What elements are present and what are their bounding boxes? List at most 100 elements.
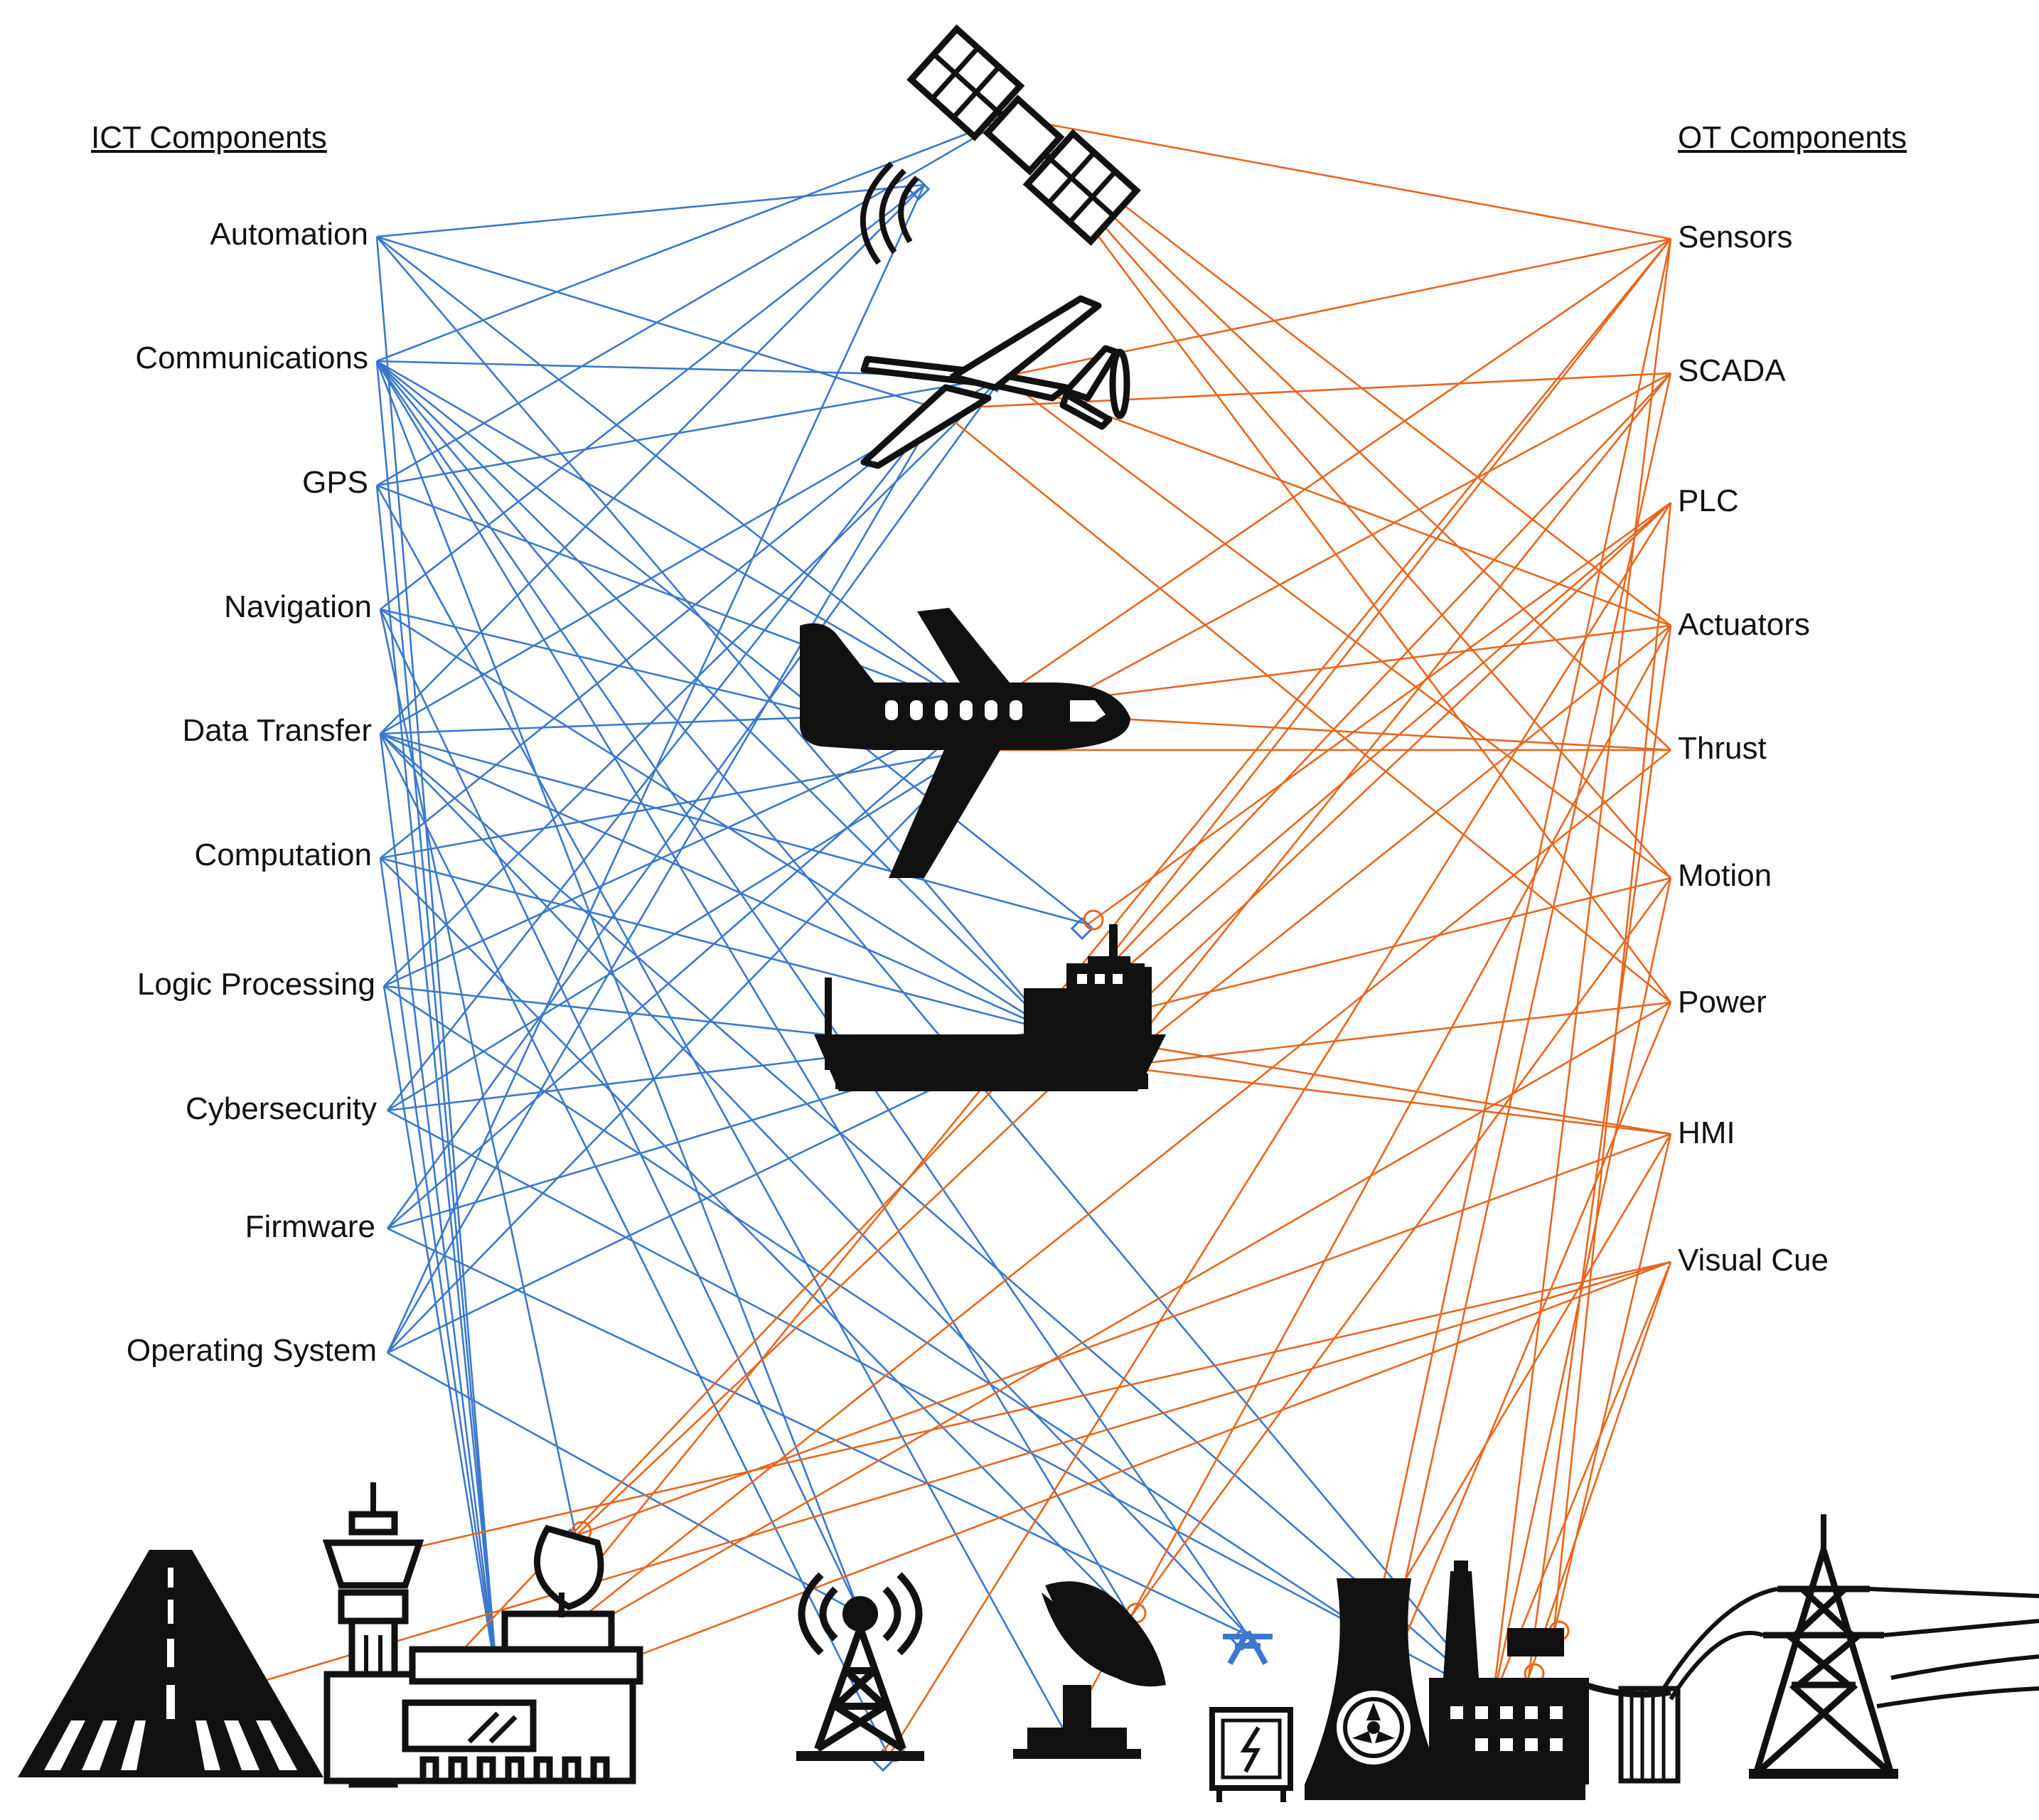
ict-connection-line (383, 985, 1373, 1637)
ict-connection-line (380, 857, 1053, 1032)
ict-label-cybersecurity: Cybersecurity (186, 1091, 377, 1126)
ict-label-computation: Computation (194, 837, 372, 872)
ot-connection-line (1371, 1133, 1672, 1636)
ot-label-power: Power (1678, 985, 1767, 1019)
ict-label-firmware: Firmware (245, 1209, 375, 1244)
ot-connection-line (1552, 1133, 1672, 1636)
ot-connection-line (1552, 502, 1672, 1636)
ict-connection-line (376, 236, 1053, 1032)
ot-connection-line (1527, 625, 1672, 1679)
ot-connection-line (1009, 117, 1671, 879)
ot-connection-line (1371, 238, 1672, 1636)
ot-connection-line (1378, 1002, 1672, 1700)
ict-connection-line (380, 733, 1494, 1700)
ot-connection-line (1009, 116, 1671, 240)
ot-connection-line (1115, 1001, 1671, 1068)
ict-connection-line (376, 375, 1003, 487)
ict-connection-line (375, 360, 862, 1615)
ict-connection-line (387, 1227, 1248, 1637)
ot-connection-line (1051, 877, 1671, 1032)
satellite-icon (906, 24, 1141, 246)
ict-label-automation: Automation (210, 217, 368, 252)
runway-icon (18, 1550, 323, 1777)
ict-connection-line (376, 183, 925, 238)
ict-connection-line (387, 1351, 861, 1615)
ict-connection-line (380, 184, 925, 734)
ot-label-visual-cue: Visual Cue (1678, 1243, 1829, 1278)
factory-icon (1429, 1561, 1589, 1784)
ot-label-sensors: Sensors (1678, 220, 1793, 255)
transformer-icon (1209, 1630, 1293, 1802)
ot-header: OT Components (1678, 120, 1907, 155)
ict-connection-line (376, 235, 982, 712)
ict-connection-line (376, 116, 1010, 363)
ict-connection-line (380, 732, 1088, 926)
ict-connection-line (383, 376, 1003, 987)
ict-connection-line (376, 360, 1053, 1032)
ot-connection-line (1115, 1065, 1671, 1135)
power-pylon-icon (1584, 1514, 2039, 1784)
ot-connection-line (938, 407, 1671, 1004)
ict-label-gps: GPS (302, 465, 368, 500)
ot-connection-line (1527, 1261, 1672, 1679)
power-plant-icon (1305, 1578, 1585, 1800)
ict-connection-line (386, 184, 926, 1354)
ot-connection-line (1051, 238, 1672, 1032)
ot-label-thrust: Thrust (1678, 731, 1767, 766)
ict-connection-line (380, 749, 975, 860)
ot-connection-line (887, 502, 1672, 1757)
ict-label-data-transfer: Data Transfer (182, 713, 372, 748)
drone-icon (860, 295, 1130, 469)
ict-label-communications: Communications (135, 341, 368, 375)
ict-connection-line (380, 183, 925, 611)
ict-connection-line (375, 360, 1249, 1636)
ot-label-hmi: HMI (1678, 1115, 1735, 1150)
ot-connection-line (1002, 375, 1671, 627)
ot-connection-line (1087, 501, 1671, 926)
cell-tower-icon (796, 1572, 924, 1761)
ict-connection-line (375, 360, 1132, 1618)
ict-connection-line (379, 733, 890, 1757)
ot-connection-line (1378, 373, 1672, 1700)
ict-connection-line (386, 408, 940, 1111)
ict-connection-line (375, 360, 499, 1686)
ot-connection-line (1115, 373, 1672, 1067)
ot-label-plc: PLC (1678, 483, 1739, 518)
signal-waves-icon (860, 161, 919, 265)
ot-connection-line (1051, 502, 1671, 1032)
ict-connection-line (375, 485, 1068, 1735)
ot-label-motion: Motion (1678, 858, 1772, 893)
ot-endpoint-marker (1083, 909, 1104, 931)
ict-connection-line (386, 408, 940, 1354)
ict-label-navigation: Navigation (224, 589, 372, 624)
ot-connection-line (1009, 117, 1671, 751)
ict-connection-line (380, 608, 1053, 1032)
ot-connection-line (1129, 877, 1672, 1618)
ot-connection-line (373, 1260, 1671, 1558)
ict-connection-line (380, 733, 1248, 1636)
ict-connection-line (387, 749, 975, 1112)
ict-connection-line (380, 732, 1053, 1032)
ict-endpoint-marker (1070, 916, 1094, 941)
ot-connection-line (1065, 625, 1672, 1735)
ict-connection-line (386, 376, 1004, 1229)
ot-label-actuators: Actuators (1678, 607, 1810, 642)
ot-connection-line (980, 237, 1671, 712)
ict-label-operating-system: Operating System (126, 1333, 377, 1368)
ot-connection-line (1002, 375, 1671, 879)
ict-label-logic-processing: Logic Processing (137, 967, 375, 1002)
airplane-icon (800, 608, 1130, 878)
ot-label-scada: SCADA (1678, 353, 1786, 388)
ot-connection-line (497, 749, 1671, 1686)
ict-connection-line (387, 710, 982, 1229)
ict-connection-line (376, 484, 982, 712)
satellite-dish-icon (1013, 1581, 1166, 1759)
ict-connection-line (380, 857, 1131, 1618)
ict-connection-line (379, 733, 499, 1686)
ict-connection-line (376, 116, 1010, 487)
ict-connection-line (382, 985, 499, 1686)
radar-building-icon (323, 1524, 643, 1784)
ict-connection-line (376, 360, 1494, 1700)
